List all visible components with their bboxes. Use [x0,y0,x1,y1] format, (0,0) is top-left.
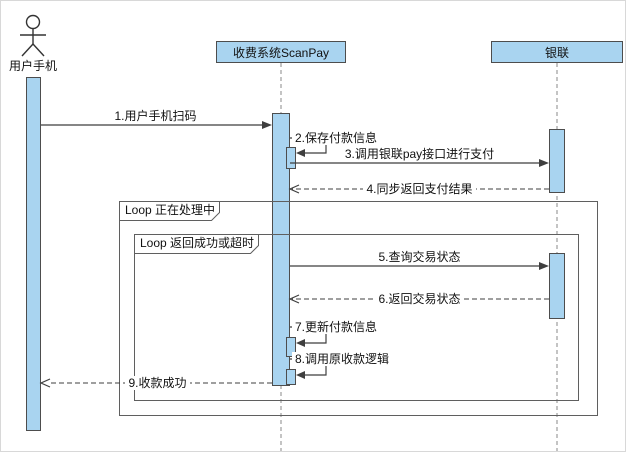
message-4-arrowhead [288,184,300,194]
participant-scanpay: 收费系统ScanPay [216,41,346,63]
message-2-label: 2.保存付款信息 [292,131,381,146]
actor-figure-icon [20,14,46,57]
activation-unionpay-1 [549,129,565,193]
message-4-label: 4.同步返回支付结果 [290,182,549,197]
message-1-label: 1.用户手机扫码 [41,109,270,124]
message-5-arrowhead [539,262,549,270]
participant-scanpay-label: 收费系统ScanPay [232,45,330,60]
activation-scanpay [272,113,290,386]
activation-user-phone [26,77,41,431]
message-3-label: 3.调用银联pay接口进行支付 [290,147,549,162]
message-8-text: 8.调用原收款逻辑 [292,352,393,366]
loop-tab-inner [134,234,259,254]
message-6-arrowhead [288,294,300,304]
activation-self-msg2 [286,147,296,169]
message-9-arrowhead [39,378,51,388]
activation-self-msg8 [286,369,296,385]
loop-outer-label: Loop 正在处理中 [125,203,216,217]
activation-self-msg7 [286,337,296,357]
message-6-label: 6.返回交易状态 [290,292,549,307]
loop-frame-outer [119,201,598,416]
message-8-label: 8.调用原收款逻辑 [292,352,393,367]
message-3-text: 3.调用银联pay接口进行支付 [344,147,495,161]
loop-frame-inner [134,234,579,401]
participant-unionpay: 银联 [491,41,623,63]
message-2-arrowhead [296,149,305,157]
message-6-text: 6.返回交易状态 [375,292,464,306]
participant-unionpay-label: 银联 [544,45,569,60]
message-1-text: 1.用户手机扫码 [114,109,197,123]
loop-inner-label: Loop 返回成功或超时 [140,236,255,250]
message-5-text: 5.查询交易状态 [378,250,461,264]
message-8-arrowhead [296,371,305,379]
message-7-arrowhead [296,339,305,347]
activation-unionpay-2 [549,253,565,319]
message-1-arrowhead [262,121,272,129]
message-9-text: 9.收款成功 [125,376,190,390]
actor-label: 用户手机 [8,59,57,73]
loop-tab-outer [119,201,220,221]
message-3-arrowhead [539,159,549,167]
message-9-label: 9.收款成功 [43,376,272,391]
message-5-label: 5.查询交易状态 [290,250,549,265]
message-2-text: 2.保存付款信息 [292,131,381,145]
message-4-text: 4.同步返回支付结果 [363,182,476,196]
message-7-text: 7.更新付款信息 [292,320,381,334]
message-7-label: 7.更新付款信息 [292,320,381,335]
